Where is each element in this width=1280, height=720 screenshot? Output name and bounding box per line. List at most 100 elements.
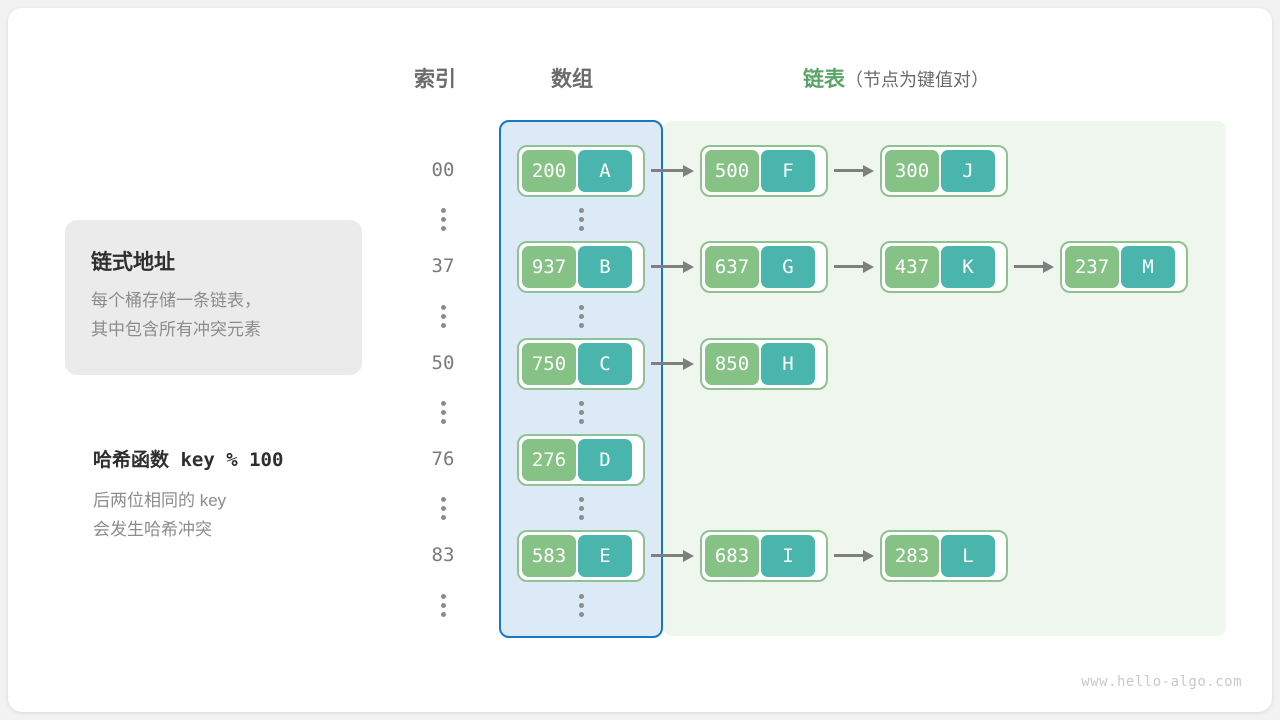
- index-ellipsis-3: [440, 401, 446, 424]
- arrow-head: [683, 261, 694, 273]
- ellipsis-dot: [440, 410, 446, 415]
- info-card: 链式地址 每个桶存储一条链表， 其中包含所有冲突元素: [65, 220, 362, 375]
- arrow-shaft: [1014, 265, 1044, 268]
- chain-arrow: [651, 550, 694, 562]
- index-ellipsis-1: [440, 208, 446, 231]
- arrow-head: [683, 165, 694, 177]
- ellipsis-dot: [578, 497, 584, 502]
- chain-arrow: [834, 165, 874, 177]
- arrow-shaft: [834, 554, 864, 557]
- node-key: 850: [705, 343, 759, 385]
- node-key: 637: [705, 246, 759, 288]
- node-key: 200: [522, 150, 576, 192]
- node-value: K: [941, 246, 995, 288]
- node-value: L: [941, 535, 995, 577]
- arrow-shaft: [834, 169, 864, 172]
- node-value: G: [761, 246, 815, 288]
- node-key: 237: [1065, 246, 1119, 288]
- arrow-shaft: [651, 554, 684, 557]
- index-label-76: 76: [431, 448, 455, 470]
- node-key: 437: [885, 246, 939, 288]
- ellipsis-dot: [440, 497, 446, 502]
- arrow-head: [683, 550, 694, 562]
- hash-function-body: 后两位相同的 key 会发生哈希冲突: [93, 486, 226, 544]
- arrow-shaft: [651, 362, 684, 365]
- array-ellipsis-5: [578, 594, 584, 617]
- index-label-00: 00: [431, 159, 455, 181]
- ellipsis-dot: [578, 314, 584, 319]
- chain-arrow: [651, 358, 694, 370]
- ellipsis-dot: [440, 612, 446, 617]
- node-value: F: [761, 150, 815, 192]
- index-label-37: 37: [431, 255, 455, 277]
- node-value: I: [761, 535, 815, 577]
- ellipsis-dot: [440, 208, 446, 213]
- index-ellipsis-2: [440, 305, 446, 328]
- index-label-50: 50: [431, 352, 455, 374]
- hash-function-title: 哈希函数 key % 100: [93, 449, 284, 471]
- column-header-array: 数组: [551, 68, 593, 91]
- ellipsis-dot: [578, 323, 584, 328]
- ellipsis-dot: [440, 594, 446, 599]
- info-card-line-1: 每个桶存储一条链表，: [91, 291, 261, 310]
- node-value: M: [1121, 246, 1175, 288]
- ellipsis-dot: [440, 314, 446, 319]
- index-ellipsis-4: [440, 497, 446, 520]
- ellipsis-dot: [440, 226, 446, 231]
- arrow-head: [683, 358, 694, 370]
- arrow-head: [863, 165, 874, 177]
- node-value: B: [578, 246, 632, 288]
- ellipsis-dot: [578, 612, 584, 617]
- arrow-shaft: [651, 169, 684, 172]
- watermark: www.hello-algo.com: [1081, 674, 1242, 690]
- node-key: 937: [522, 246, 576, 288]
- info-card-body: 每个桶存储一条链表， 其中包含所有冲突元素: [91, 286, 261, 344]
- node-value: E: [578, 535, 632, 577]
- info-card-line-2: 其中包含所有冲突元素: [91, 320, 261, 339]
- ellipsis-dot: [578, 419, 584, 424]
- chain-arrow: [651, 165, 694, 177]
- ellipsis-dot: [440, 603, 446, 608]
- index-ellipsis-5: [440, 594, 446, 617]
- array-ellipsis-4: [578, 497, 584, 520]
- node-key: 300: [885, 150, 939, 192]
- arrow-head: [863, 261, 874, 273]
- ellipsis-dot: [440, 419, 446, 424]
- column-header-linkedlist-sub: （节点为键值对）: [845, 70, 989, 90]
- column-header-index: 索引: [414, 68, 456, 91]
- node-key: 683: [705, 535, 759, 577]
- info-card-title: 链式地址: [91, 251, 175, 274]
- array-ellipsis-3: [578, 401, 584, 424]
- ellipsis-dot: [440, 305, 446, 310]
- array-ellipsis-1: [578, 208, 584, 231]
- node-value: J: [941, 150, 995, 192]
- arrow-head: [863, 550, 874, 562]
- node-value: A: [578, 150, 632, 192]
- node-key: 276: [522, 439, 576, 481]
- ellipsis-dot: [578, 226, 584, 231]
- ellipsis-dot: [440, 401, 446, 406]
- ellipsis-dot: [440, 323, 446, 328]
- ellipsis-dot: [578, 506, 584, 511]
- hash-function-line-1: 后两位相同的 key: [93, 491, 227, 510]
- node-value: H: [761, 343, 815, 385]
- node-key: 583: [522, 535, 576, 577]
- hash-function-line-2: 会发生哈希冲突: [93, 520, 212, 539]
- ellipsis-dot: [578, 305, 584, 310]
- ellipsis-dot: [578, 603, 584, 608]
- index-label-83: 83: [431, 544, 455, 566]
- node-key: 283: [885, 535, 939, 577]
- array-ellipsis-2: [578, 305, 584, 328]
- chain-arrow: [834, 550, 874, 562]
- node-value: D: [578, 439, 632, 481]
